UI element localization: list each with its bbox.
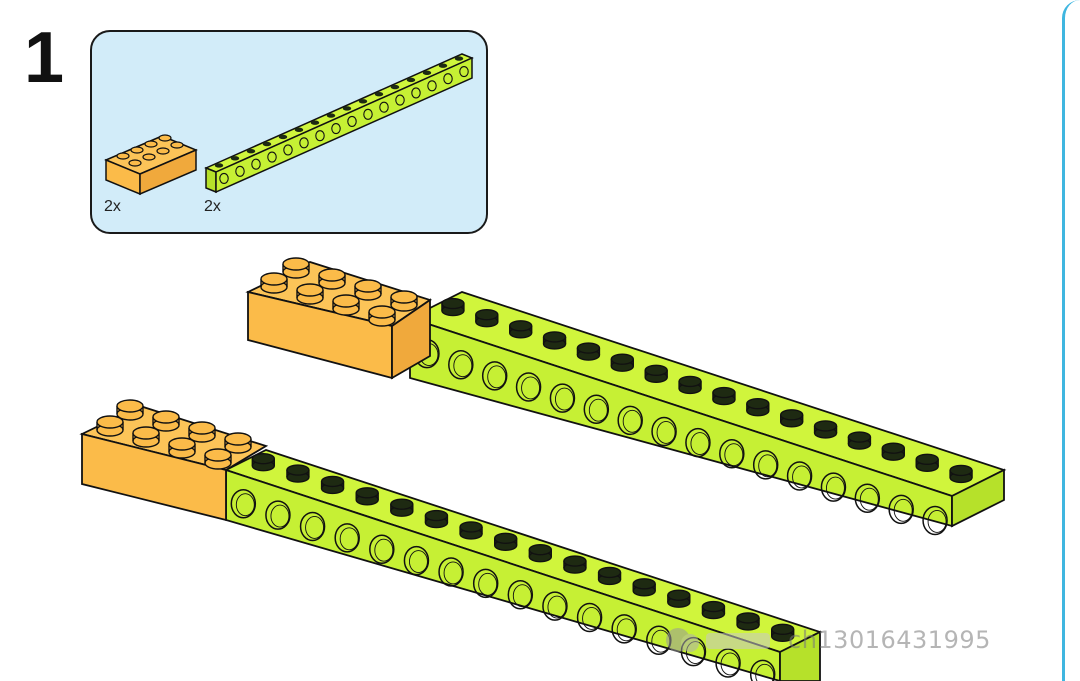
assembly-lower bbox=[79, 399, 823, 681]
watermark: ch13016431995 bbox=[660, 620, 991, 660]
assembly-upper bbox=[245, 257, 1007, 536]
part-qty-beam: 2x bbox=[204, 198, 221, 215]
part-technic-beam-16 bbox=[204, 53, 474, 194]
watermark-logo-icon bbox=[666, 628, 770, 652]
parts-list-panel: 2x 2x bbox=[90, 30, 488, 234]
parts-illustration bbox=[104, 53, 474, 196]
step-number: 1 bbox=[24, 18, 65, 98]
page-edge-accent bbox=[1062, 0, 1080, 681]
watermark-text: ch13016431995 bbox=[788, 626, 991, 654]
part-brick-2x4 bbox=[104, 134, 198, 196]
part-qty-brick: 2x bbox=[104, 198, 121, 215]
